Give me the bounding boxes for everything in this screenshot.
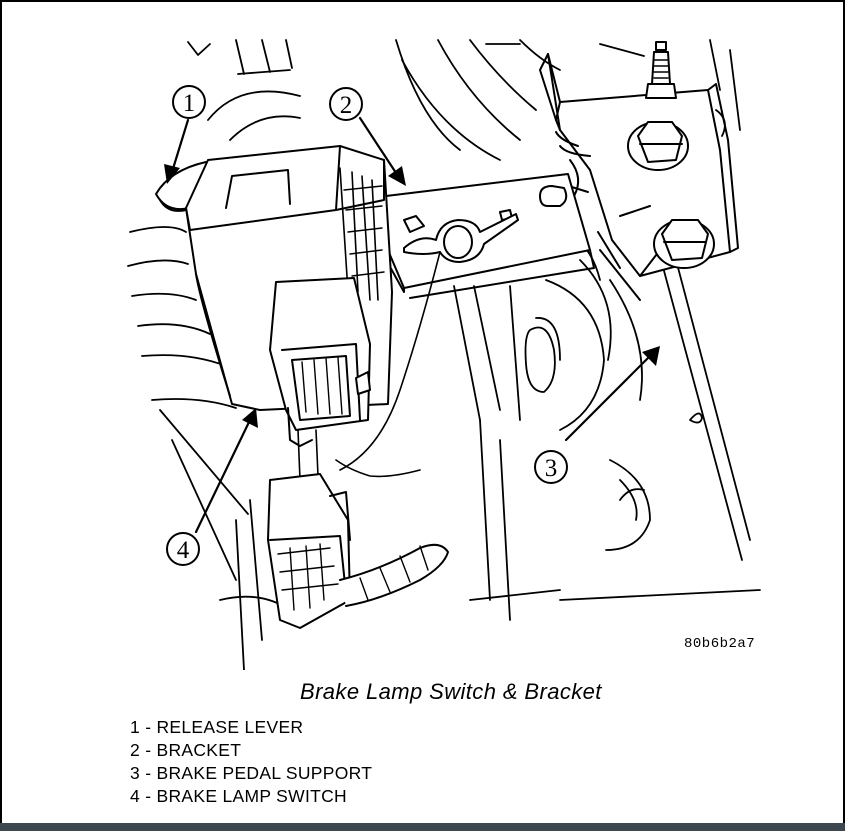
callout-3: 3 <box>534 450 568 484</box>
callout-4-label: 4 <box>177 537 190 564</box>
upper-bolt <box>627 41 689 171</box>
leader-4 <box>194 418 252 534</box>
leader-2 <box>358 116 400 178</box>
legend-item: 3 - BRAKE PEDAL SUPPORT <box>130 763 373 783</box>
leader-lines <box>170 116 652 534</box>
arrowhead-3 <box>642 346 660 366</box>
arrowhead-1 <box>164 164 180 184</box>
bottom-bar <box>0 823 845 831</box>
parts-legend: 1 - RELEASE LEVER 2 - BRACKET 3 - BRAKE … <box>130 716 372 808</box>
wiring <box>297 251 441 481</box>
figure-reference-code: 80b6b2a7 <box>684 636 756 652</box>
arrowhead-4 <box>242 408 258 428</box>
callout-2-label: 2 <box>340 92 353 119</box>
legend-item: 4 - BRAKE LAMP SWITCH <box>130 786 347 806</box>
leader-1 <box>170 118 190 174</box>
legend-item: 1 - RELEASE LEVER <box>130 717 304 737</box>
figure-caption: Brake Lamp Switch & Bracket <box>300 679 602 704</box>
callout-4: 4 <box>166 532 200 566</box>
switch-bracket <box>381 173 595 299</box>
arrowheads <box>164 164 660 428</box>
leader-3 <box>564 354 652 442</box>
arrowhead-2 <box>388 166 406 186</box>
background-linework <box>127 39 761 670</box>
legend-item: 2 - BRACKET <box>130 740 242 760</box>
callout-2: 2 <box>329 87 363 121</box>
switch-connector <box>269 277 371 447</box>
callout-1: 1 <box>172 85 206 119</box>
callout-1-label: 1 <box>183 90 196 117</box>
brake-lamp-switch-illustration: 1 2 3 4 <box>127 39 761 670</box>
lower-connector <box>267 473 449 629</box>
callout-3-label: 3 <box>545 455 558 482</box>
lower-bolt <box>653 219 715 269</box>
